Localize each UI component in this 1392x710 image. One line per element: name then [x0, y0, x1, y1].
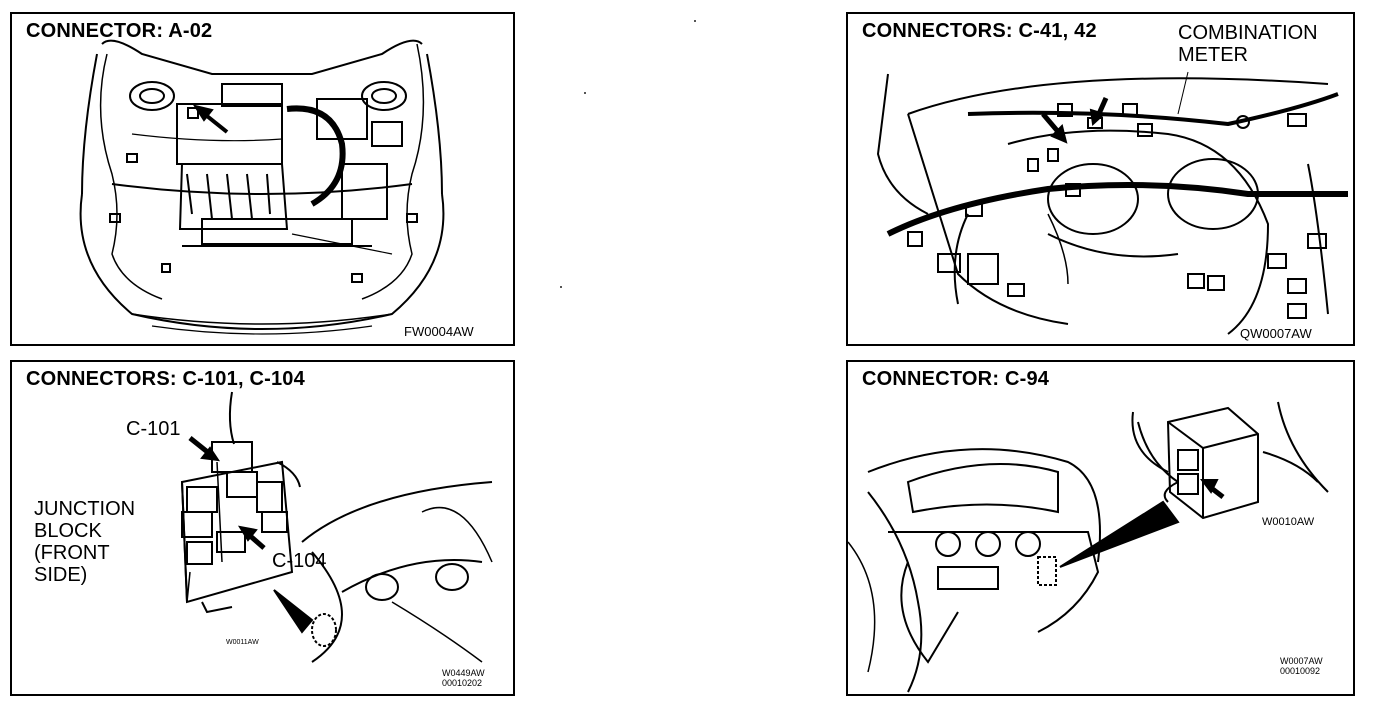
inner-figure-code: W0010AW [1262, 516, 1315, 528]
junction-block-line: JUNCTION [34, 498, 136, 520]
figure-code: FW0004AW [404, 324, 474, 339]
figure-code: QW0007AW [1240, 326, 1312, 341]
panel-connector-c94: CONNECTOR: C-94 W0010AW W0007AW 00010092 [846, 360, 1355, 696]
panel-title: CONNECTOR: C-94 [862, 368, 1050, 390]
inner-figure-code: W0011AW [226, 639, 259, 646]
callout-line: METER [1178, 44, 1248, 66]
junction-block-illustration [180, 391, 493, 663]
panel-title: CONNECTORS: C-101, C-104 [26, 368, 305, 390]
scan-dot [694, 20, 696, 22]
scan-dot [560, 286, 562, 288]
label-c104: C-104 [272, 550, 327, 572]
figure-code: W0007AW 00010092 [1280, 656, 1323, 676]
scan-dot [584, 92, 586, 94]
junction-block-line: BLOCK [34, 520, 102, 542]
junction-block-line: (FRONT [34, 542, 110, 564]
label-c101: C-101 [126, 418, 181, 440]
panel-title: CONNECTOR: A-02 [26, 20, 213, 42]
figure-code-line: 00010202 [442, 678, 483, 688]
dashboard-harness-illustration [876, 71, 1348, 335]
callout-combination-meter: COMBINATION METER [1178, 22, 1318, 66]
engine-bay-illustration [79, 39, 445, 335]
panel-connector-a02: CONNECTOR: A-02 FW0004AW [10, 12, 515, 346]
junction-block-line: SIDE) [34, 564, 88, 586]
figure-code-line: W0007AW [1280, 656, 1323, 666]
label-junction-block: JUNCTION BLOCK (FRONT SIDE) [34, 498, 135, 586]
panel-connectors-c41-42: CONNECTORS: C-41, 42 COMBINATION METER Q… [846, 12, 1355, 346]
figure-code: W0449AW 00010202 [442, 668, 485, 688]
callout-line: COMBINATION [1178, 22, 1318, 44]
figure-code-line: 00010092 [1280, 666, 1321, 676]
panel-title: CONNECTORS: C-41, 42 [862, 20, 1097, 42]
panel-connectors-c101-c104: CONNECTORS: C-101, C-104 C-101 C-104 JUN… [10, 360, 515, 696]
figure-code-line: W0449AW [442, 668, 485, 678]
connector-c94-illustration [848, 401, 1329, 693]
